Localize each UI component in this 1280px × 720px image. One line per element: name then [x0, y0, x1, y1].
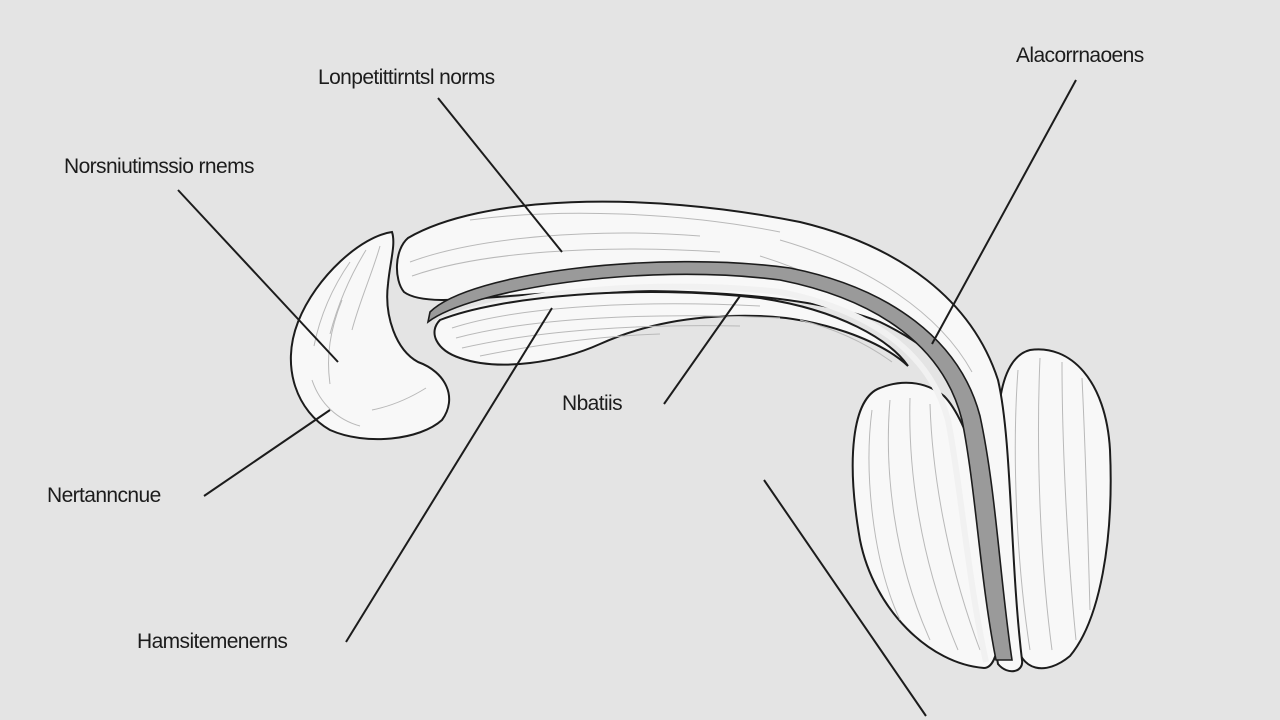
label-bottom-left: Hamsitemenerns	[137, 630, 288, 653]
label-middle: Nbatiis	[562, 392, 623, 415]
label-lower-left: Nertanncnue	[47, 484, 161, 507]
inner-channel	[426, 260, 1013, 663]
label-top-right: Alacorrnaoens	[1016, 44, 1144, 67]
leader-line-middle	[663, 295, 741, 405]
label-upper-left: Norsniutimssio rnems	[64, 155, 254, 178]
leader-line-top-center	[437, 97, 563, 253]
curved-shaft	[395, 200, 1024, 673]
leader-line-top-right	[931, 79, 1077, 345]
leader-line-upper-left	[177, 189, 339, 363]
striated-bundle	[433, 291, 909, 367]
right-lobes	[851, 348, 1112, 670]
label-top-center: Lonpetittirntsl norms	[318, 66, 495, 89]
leader-line-bottom-right	[763, 479, 927, 717]
leader-line-lower-left	[203, 409, 331, 497]
leader-lines	[177, 79, 1077, 717]
leader-line-bottom-left	[345, 307, 553, 643]
